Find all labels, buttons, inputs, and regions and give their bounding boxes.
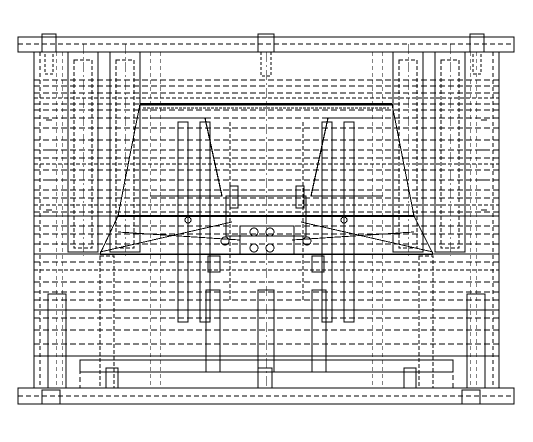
right-guide-pillars <box>392 44 466 256</box>
plate-boundaries <box>34 215 499 357</box>
bottom-screws <box>41 367 481 405</box>
cavity-outline <box>99 102 434 255</box>
core-blocks <box>150 117 383 323</box>
edge-markers <box>46 119 487 211</box>
left-guide-pillars <box>67 44 141 256</box>
top-clamp-plate <box>17 36 515 53</box>
ejector-plates <box>79 359 454 389</box>
lifter-lines <box>99 221 434 253</box>
center-ejector-block <box>184 185 348 273</box>
plate-hidden-lines <box>34 79 499 373</box>
bottom-clamp-plate <box>17 387 515 405</box>
vertical-hidden-lines <box>55 52 477 388</box>
mold-side-walls <box>33 52 500 388</box>
top-screws <box>41 33 485 388</box>
